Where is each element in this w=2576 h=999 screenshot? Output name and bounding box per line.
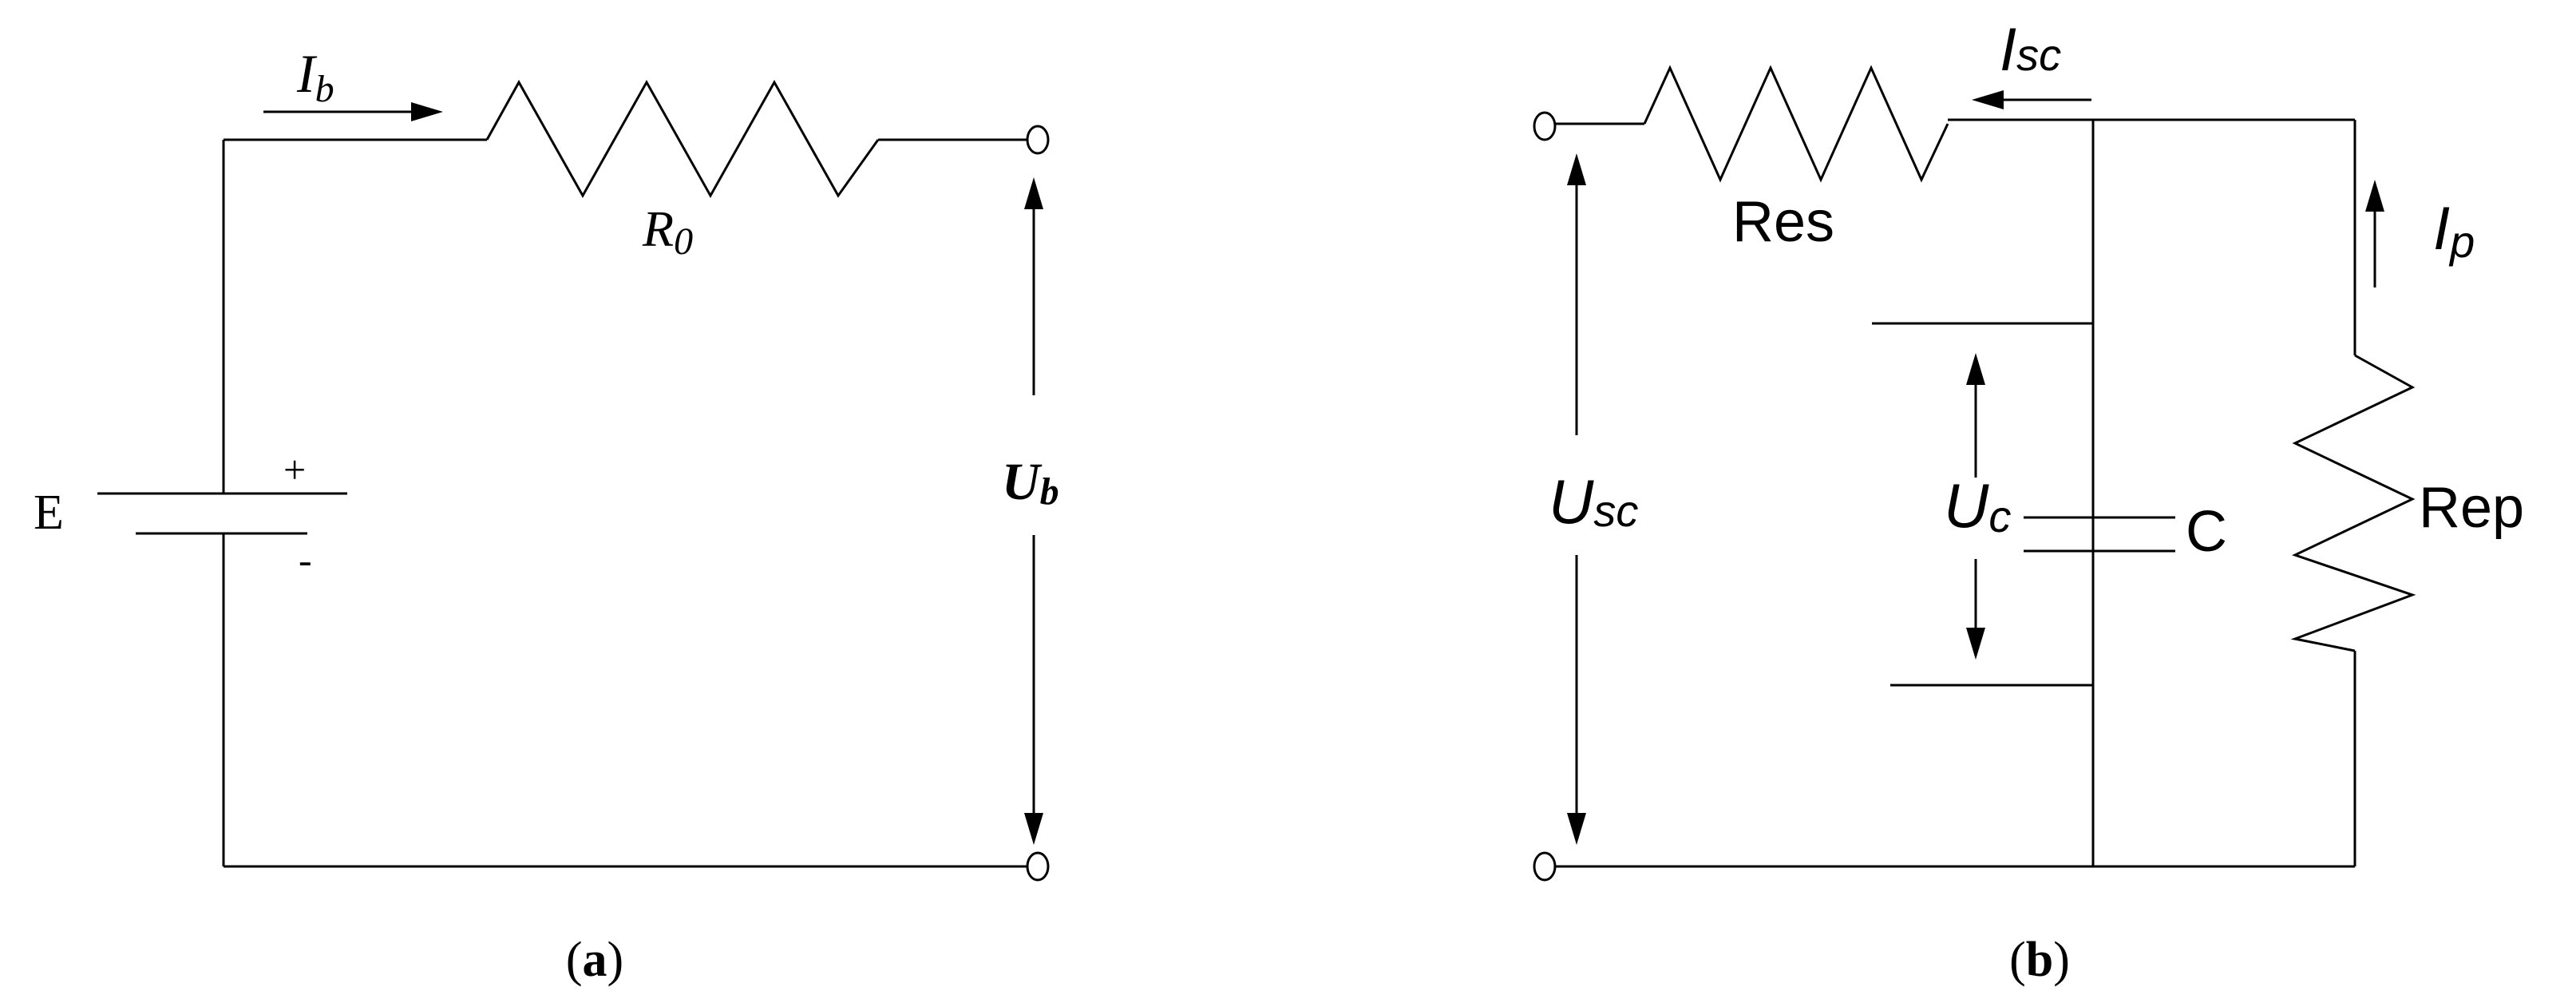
- resistor-r0: [485, 79, 880, 199]
- current-label-ib: Ib: [296, 43, 334, 110]
- voltage-arrow-usc-down-head: [1567, 813, 1586, 845]
- voltage-label-uc: Uc: [1944, 470, 2011, 541]
- diagram-a: [97, 79, 1050, 882]
- voltage-arrow-uc-down-head: [1966, 628, 1985, 660]
- terminal-a-bottom: [1026, 851, 1050, 882]
- voltage-arrow-usc-up-head: [1567, 153, 1586, 185]
- voltage-arrow-ub-down-head: [1024, 813, 1043, 845]
- current-label-isc: Isc: [2000, 16, 2061, 84]
- terminal-a-top: [1026, 125, 1050, 155]
- resistor-rep: [2290, 354, 2416, 652]
- voltage-arrow-uc-up-head: [1966, 353, 1985, 385]
- voltage-arrow-ub-up-head: [1024, 177, 1043, 209]
- terminal-b-bottom: [1533, 851, 1557, 882]
- resistor-label-r0: R0: [642, 200, 693, 263]
- capacitor-label-c: C: [2186, 500, 2227, 564]
- current-arrow-isc-head: [1972, 90, 2004, 109]
- voltage-label-ub: Ub: [1002, 453, 1059, 513]
- current-arrow-ib-head: [411, 102, 443, 121]
- terminal-b-top: [1533, 111, 1557, 141]
- source-label-e: E: [34, 486, 64, 540]
- plus-sign: +: [283, 447, 306, 492]
- minus-sign: -: [299, 537, 312, 582]
- caption-a: (a): [566, 933, 623, 987]
- current-label-ip: Ip: [2433, 195, 2475, 267]
- current-arrow-ip-head: [2365, 180, 2384, 212]
- caption-b: (b): [2009, 933, 2070, 987]
- resistor-label-rep: Rep: [2419, 476, 2524, 540]
- diagram-b: [1533, 65, 2416, 882]
- resistor-res: [1643, 65, 1949, 183]
- voltage-label-usc: Usc: [1549, 466, 1638, 537]
- resistor-label-res: Res: [1732, 190, 1834, 254]
